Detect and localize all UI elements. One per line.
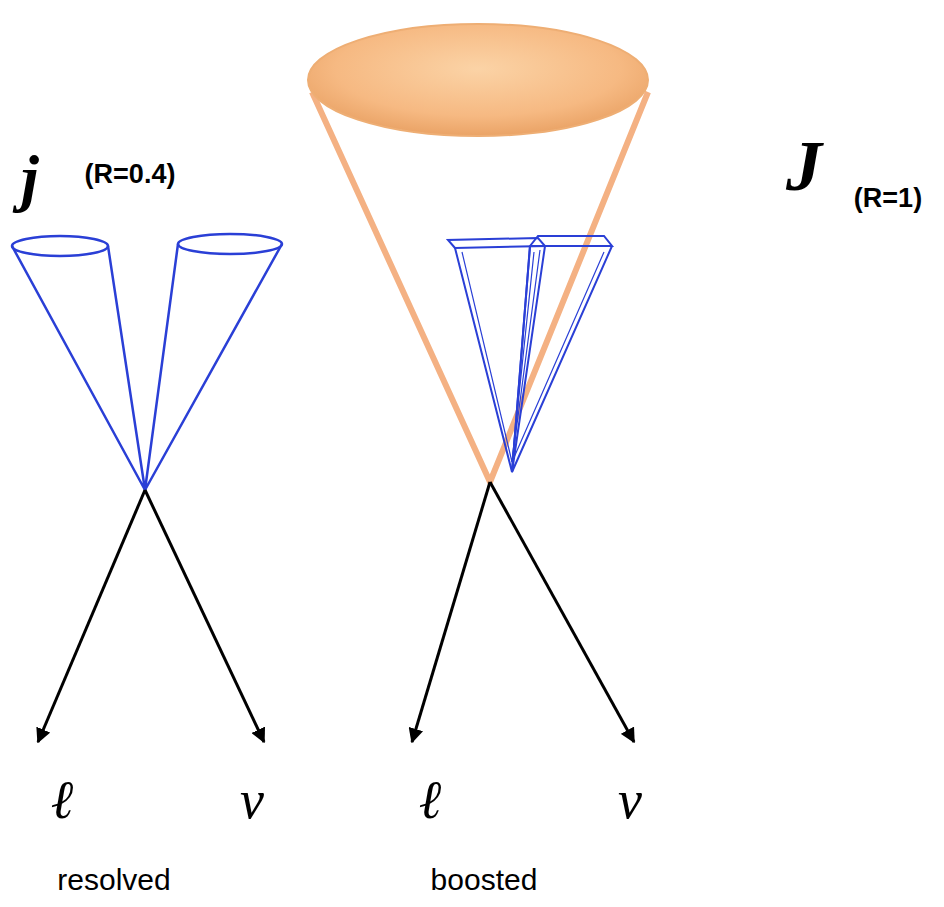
subjet-cone-inner [512, 252, 604, 462]
lepton-symbol: ℓ [51, 773, 74, 827]
jet-cone [12, 246, 145, 490]
neutrino-arrow [145, 490, 264, 742]
jet-radius: (R=1) [854, 185, 922, 212]
jet-cone [145, 244, 282, 490]
regime-label: resolved [57, 865, 170, 895]
large-jet-symbol: J [786, 130, 822, 202]
neutrino-symbol: ν [618, 773, 642, 827]
subjet-cone-inner [462, 250, 540, 462]
small-jet-symbol: j [21, 146, 39, 210]
boosted-large-jet [308, 24, 648, 482]
regime-label: boosted [431, 865, 538, 895]
subjet-edge [512, 246, 530, 472]
subjet-top [530, 236, 612, 246]
subjet-cone [512, 246, 612, 472]
jet-cone-top [12, 236, 108, 256]
lepton-arrow [38, 490, 145, 742]
neutrino-symbol: ν [240, 773, 264, 827]
jet-radius: (R=0.4) [85, 161, 176, 188]
boosted-decay-arrows [412, 482, 634, 742]
boosted-subjets [448, 236, 612, 472]
jet-cone-top [178, 234, 282, 254]
resolved-decay-arrows [38, 490, 264, 742]
lepton-arrow [412, 482, 490, 742]
large-jet-top [308, 24, 648, 136]
neutrino-arrow [490, 482, 634, 742]
resolved-jets [12, 234, 282, 490]
large-jet-cone [312, 92, 648, 482]
lepton-symbol: ℓ [419, 773, 442, 827]
